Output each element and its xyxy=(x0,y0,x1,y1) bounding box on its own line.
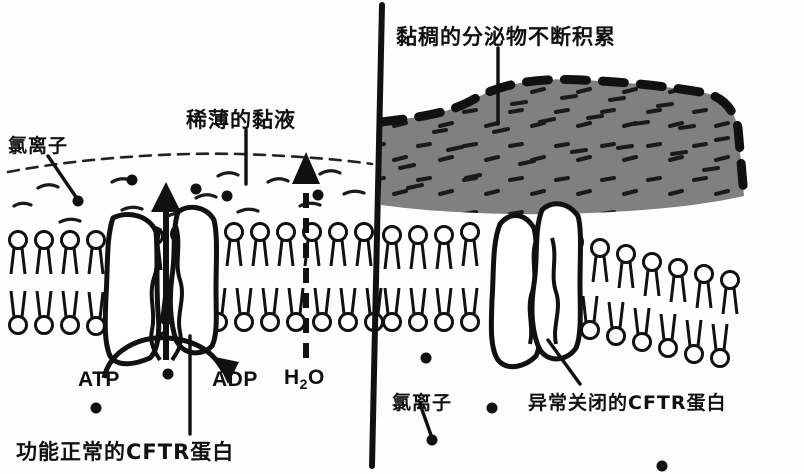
cftr-protein-closed xyxy=(488,201,583,370)
label-water-h: H xyxy=(284,366,300,389)
label-atp: ATP xyxy=(78,368,120,391)
label-water-subscript: 2 xyxy=(299,376,308,393)
label-normal-cftr-protein: 功能正常的CFTR蛋白 xyxy=(16,440,235,464)
label-adp: ADP xyxy=(212,368,258,391)
leader-chloride-left xyxy=(46,154,80,202)
chloride-transport-arrow xyxy=(151,182,181,360)
leader-closed-cftr xyxy=(546,338,582,386)
label-water: H2O xyxy=(284,366,325,392)
label-chloride-ion-left: 氯离子 xyxy=(8,135,69,157)
water-flow-arrow xyxy=(292,152,320,358)
label-chloride-ion-right: 氯离子 xyxy=(392,392,453,414)
leader-chloride-right xyxy=(418,402,434,440)
atp-to-adp-arrow xyxy=(101,335,239,384)
chloride-ion-dots xyxy=(72,174,668,472)
thin-mucus-surface-line xyxy=(6,152,374,174)
label-water-o: O xyxy=(307,366,325,389)
leader-lines xyxy=(46,46,582,440)
label-thin-mucus: 稀薄的黏液 xyxy=(186,108,296,132)
label-thick-secretion-accumulates: 黏稠的分泌物不断积累 xyxy=(396,25,616,49)
label-closed-cftr-protein: 异常关闭的CFTR蛋白 xyxy=(528,392,727,414)
cftr-protein-open xyxy=(102,204,219,367)
phospholipid-lower-right xyxy=(382,287,730,368)
thick-mucus-mass xyxy=(376,75,749,215)
panel-divider xyxy=(369,2,385,469)
